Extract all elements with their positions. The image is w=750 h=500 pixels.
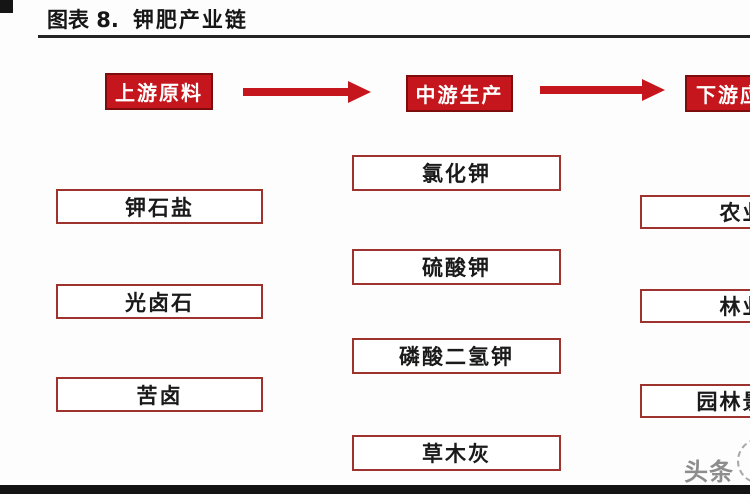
arrow-shaft <box>243 88 348 96</box>
midstream-item-box: 氯化钾 <box>352 155 561 191</box>
watermark-text: 头条 <box>684 458 734 486</box>
upstream-item-box: 钾石盐 <box>56 189 263 224</box>
figure-title: 钾肥产业链 <box>132 8 248 32</box>
figure-number: 图表 8. <box>47 8 119 32</box>
stage-midstream: 中游生产 <box>406 75 513 112</box>
midstream-item-box: 磷酸二氢钾 <box>352 338 561 374</box>
arrow-head <box>348 81 371 103</box>
stage-upstream: 上游原料 <box>105 73 213 110</box>
title-underline <box>38 35 750 38</box>
upstream-item-box: 光卤石 <box>56 284 263 319</box>
footer-bar <box>0 485 750 494</box>
midstream-item-box: 硫酸钾 <box>352 249 561 285</box>
arrow-shaft <box>540 86 642 94</box>
downstream-item-box: 园林景观 <box>640 384 750 418</box>
toutiao-logo-icon <box>737 438 750 484</box>
page-title: 图表 8. 钾肥产业链 <box>47 4 248 34</box>
midstream-item-box: 草木灰 <box>352 435 561 471</box>
stage-downstream: 下游应用 <box>685 75 750 112</box>
arrow-head <box>642 79 665 101</box>
downstream-item-box: 林业 <box>640 289 750 323</box>
downstream-item-box: 农业 <box>640 195 750 229</box>
bullet-square-icon <box>0 0 13 13</box>
upstream-item-box: 苦卤 <box>56 377 263 412</box>
